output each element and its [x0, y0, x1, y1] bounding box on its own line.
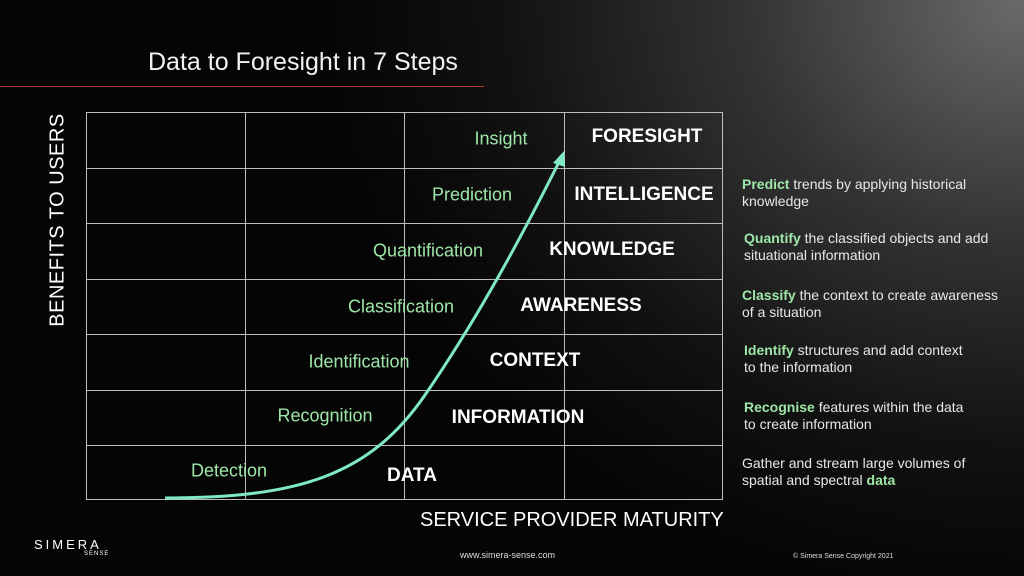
description-recognise: Recognise features within the data to cr… — [744, 399, 969, 433]
footer-copyright: © Simera Sense Copyright 2021 — [793, 553, 894, 560]
desc-text: trends by applying historical knowledge — [742, 176, 967, 209]
step-label: Prediction — [431, 184, 513, 205]
desc-keyword: Predict — [742, 176, 790, 192]
grid-line — [87, 279, 722, 280]
grid-line — [87, 223, 722, 224]
description-quantify: Quantify the classified objects and add … — [744, 230, 1004, 264]
stage-label: KNOWLEDGE — [549, 239, 675, 260]
desc-keyword: data — [866, 472, 896, 488]
desc-keyword: Classify — [742, 287, 796, 303]
stage-label: FORESIGHT — [591, 126, 703, 147]
step-label: Insight — [474, 128, 528, 149]
desc-text: the context to create awareness of a sit… — [742, 287, 999, 320]
footer-url: www.simera-sense.com — [460, 550, 556, 560]
arrow-head — [553, 151, 565, 167]
step-label: Identification — [308, 351, 410, 372]
title-underline — [0, 86, 484, 87]
description-classify: Classify the context to create awareness… — [742, 287, 1002, 321]
step-label: Quantification — [372, 240, 484, 261]
grid-line — [564, 113, 565, 499]
grid-line — [245, 113, 246, 499]
desc-text: Gather and stream large volumes of spati… — [742, 455, 966, 488]
grid-line — [87, 445, 722, 446]
stage-label: INFORMATION — [451, 407, 585, 428]
stage-label: CONTEXT — [489, 350, 581, 371]
description-predict: Predict trends by applying historical kn… — [742, 176, 1002, 210]
logo: SIMERA — [34, 537, 102, 552]
grid-line — [404, 113, 405, 499]
desc-text: features within the data to create infor… — [744, 399, 964, 432]
desc-keyword: Identify — [744, 342, 794, 358]
curve-line — [164, 159, 562, 500]
grid-line — [87, 334, 722, 335]
description-gather: Gather and stream large volumes of spati… — [742, 455, 987, 489]
desc-keyword: Recognise — [744, 399, 815, 415]
description-identify: Identify structures and add context to t… — [744, 342, 964, 376]
step-label: Detection — [190, 460, 268, 481]
desc-text: the classified objects and add situation… — [744, 230, 989, 263]
step-label: Classification — [347, 296, 455, 317]
x-axis-label: SERVICE PROVIDER MATURITY — [420, 509, 724, 531]
grid-line — [87, 390, 722, 391]
desc-keyword: Quantify — [744, 230, 801, 246]
stage-label: DATA — [387, 465, 437, 486]
stage-label: AWARENESS — [520, 295, 642, 316]
step-label: Recognition — [277, 405, 373, 426]
stage-label: INTELLIGENCE — [574, 184, 714, 205]
grid-line — [87, 168, 722, 169]
desc-text: structures and add context to the inform… — [744, 342, 963, 375]
grid — [86, 112, 723, 500]
slide-title: Data to Foresight in 7 Steps — [148, 48, 458, 76]
logo-subtitle: SENSE — [84, 551, 110, 557]
